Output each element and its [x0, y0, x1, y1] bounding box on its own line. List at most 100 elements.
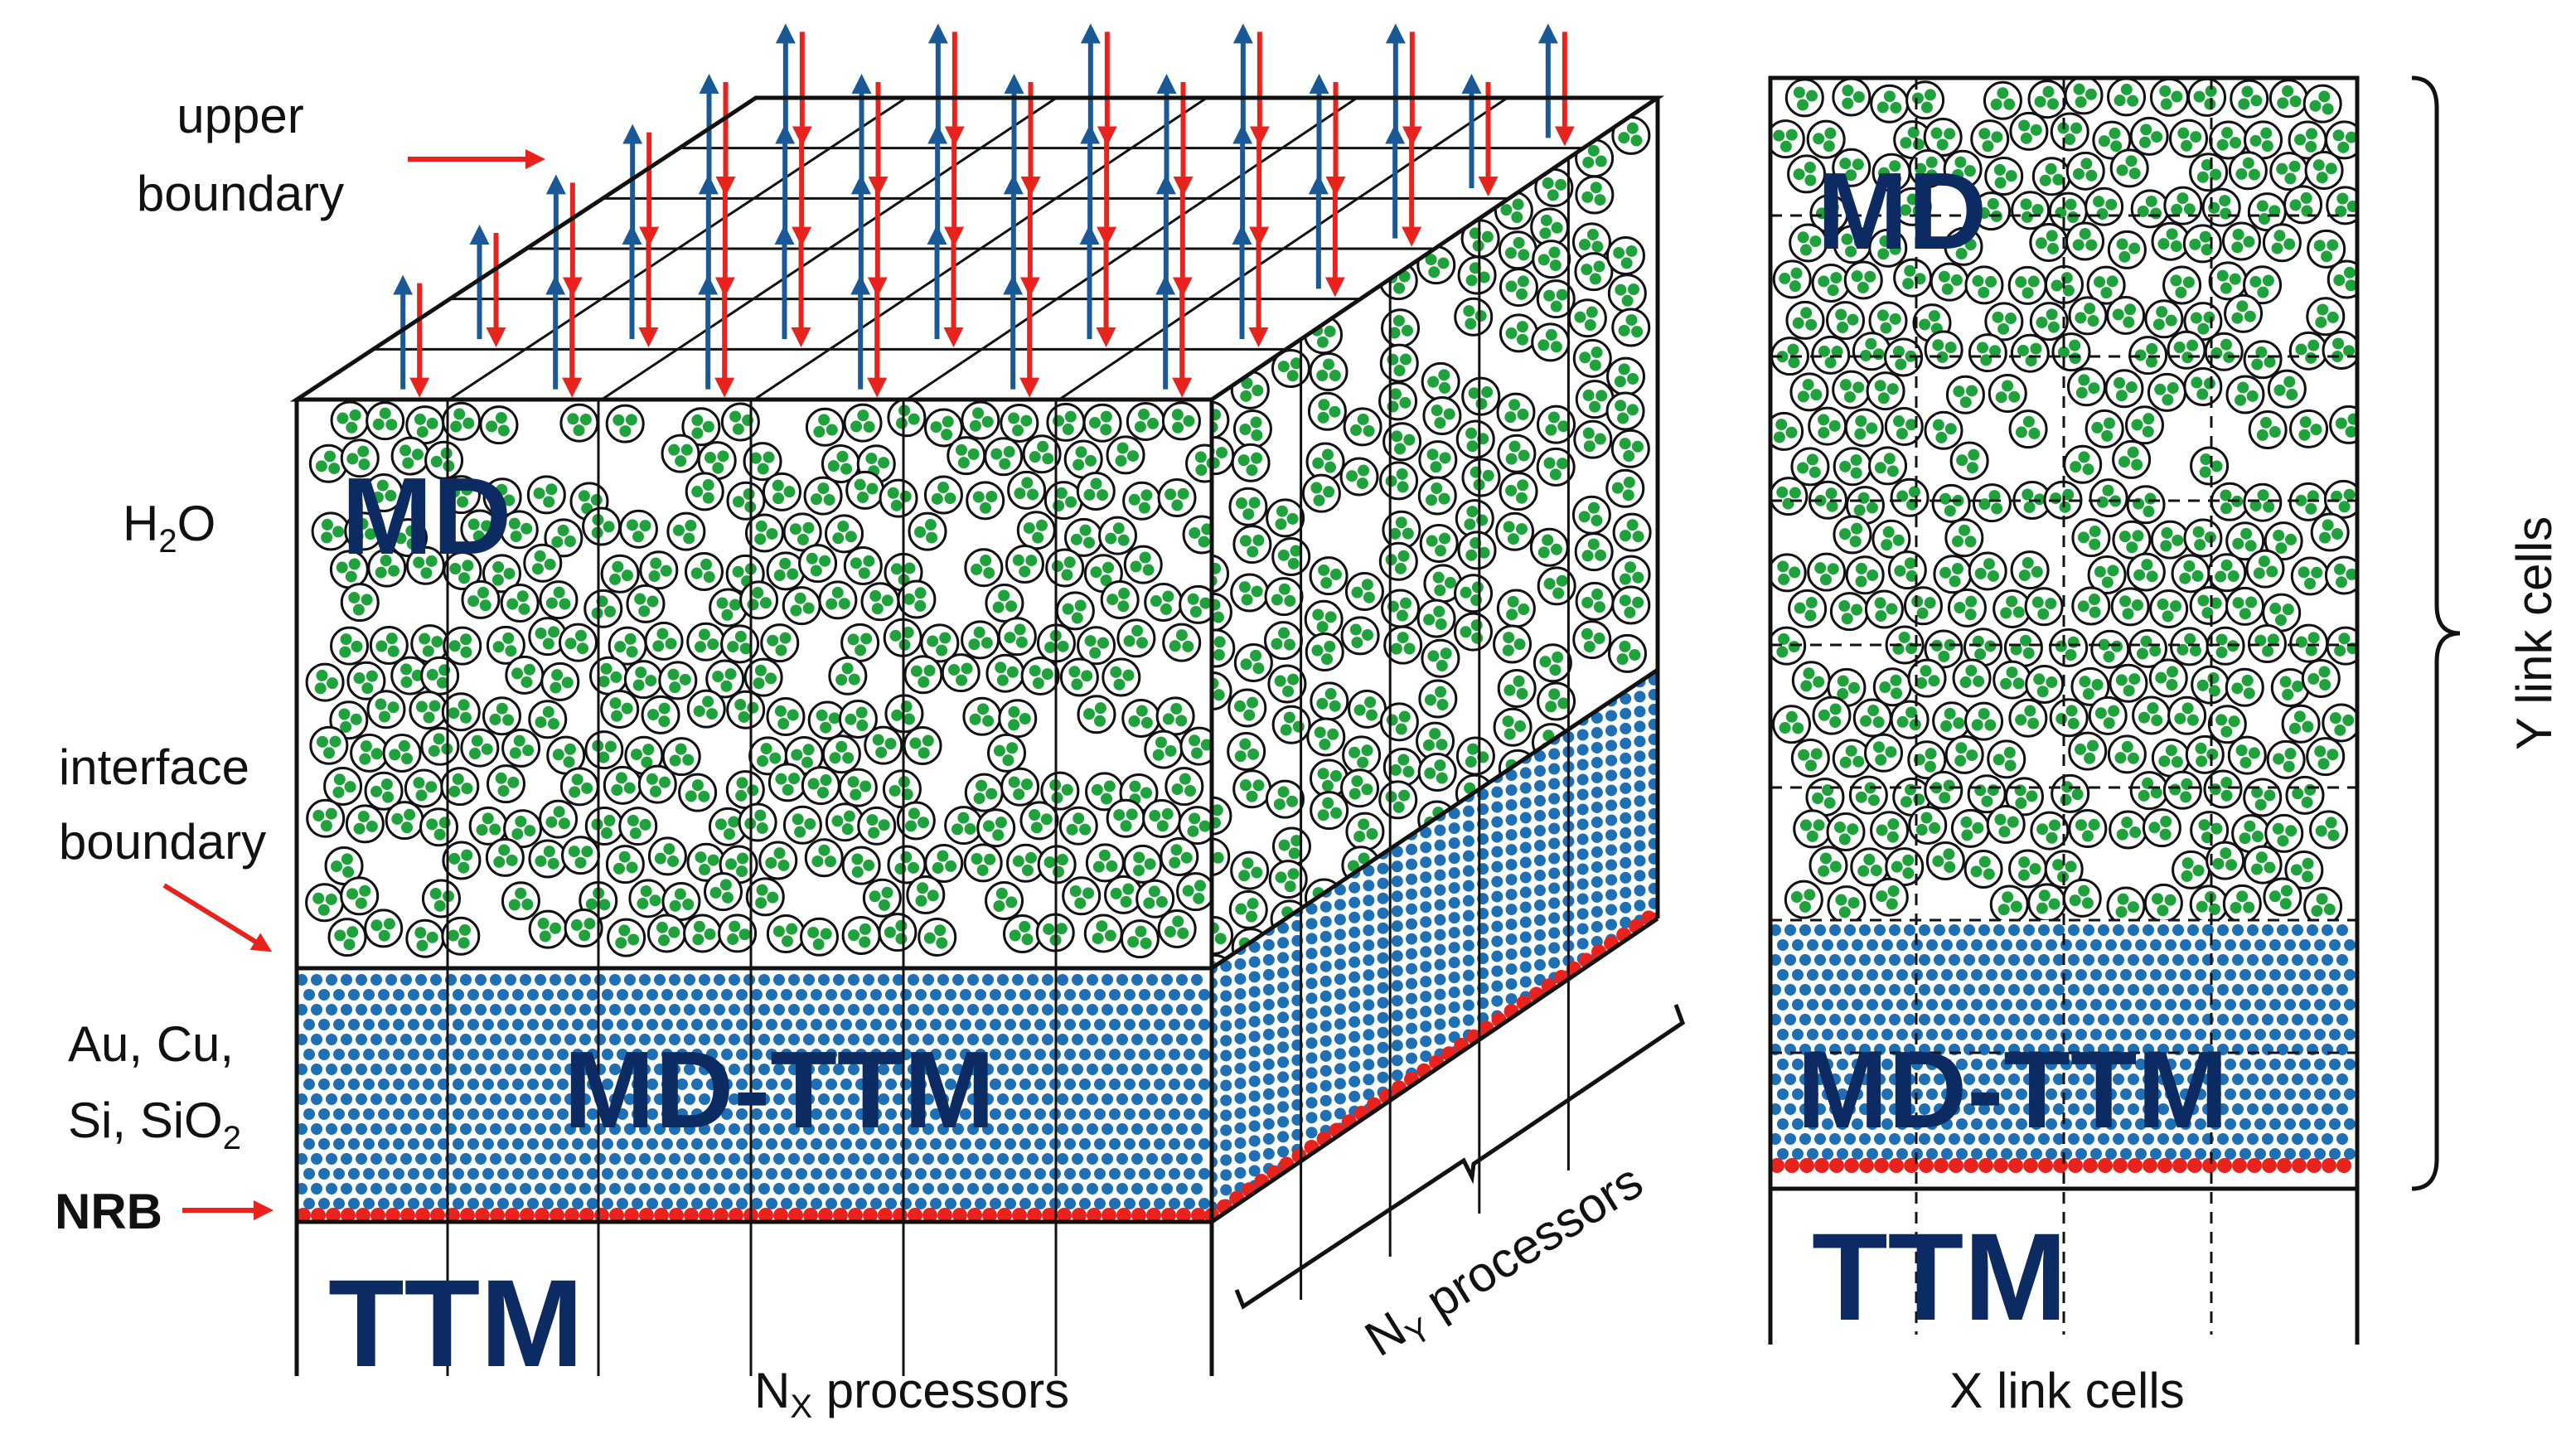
metal-atom: [997, 1123, 1009, 1135]
metal-atom: [1620, 841, 1632, 854]
metal-atom: [572, 1138, 583, 1150]
metal-atom: [1837, 939, 1848, 951]
molecule-atom: [2088, 818, 2100, 831]
molecule-atom: [1961, 829, 1973, 841]
metal-atom: [1420, 1035, 1432, 1048]
molecule-atom: [2111, 640, 2123, 652]
metal-atom: [572, 1198, 583, 1209]
metal-atom: [297, 1183, 307, 1195]
metal-atom: [535, 1004, 546, 1015]
metal-atom: [341, 1123, 352, 1135]
grid-line: [906, 96, 1358, 401]
metal-atom: [2046, 1148, 2057, 1160]
metal-atom: [1448, 807, 1460, 820]
metal-atom: [1807, 939, 1818, 951]
molecule-atom: [2305, 128, 2317, 140]
metal-atom: [676, 1049, 688, 1060]
metal-atom: [2344, 1029, 2356, 1040]
metal-atom: [1019, 1108, 1031, 1120]
metal-atom: [1919, 1133, 1930, 1145]
metal-atom: [1837, 1059, 1848, 1070]
nrb-atom: [341, 1208, 356, 1223]
molecule-atom: [2116, 164, 2128, 177]
molecule-atom: [1944, 505, 1956, 517]
metal-atom: [1605, 844, 1618, 856]
molecule-atom: [1251, 866, 1263, 879]
metal-atom: [2053, 924, 2065, 936]
metal-atom: [1491, 995, 1503, 1007]
molecule-atom: [656, 628, 669, 640]
metal-atom: [363, 1049, 375, 1060]
metal-atom: [1005, 1138, 1016, 1150]
molecule-atom: [1775, 419, 1788, 431]
metal-atom: [699, 1183, 710, 1195]
metal-atom: [1319, 1020, 1332, 1032]
metal-atom: [1829, 1133, 1841, 1145]
metal-atom: [385, 1004, 397, 1015]
metal-atom: [1576, 788, 1589, 801]
molecule-atom: [1127, 936, 1140, 948]
metal-atom: [1198, 1078, 1210, 1090]
water-molecule: [1493, 624, 1533, 664]
molecule-atom: [1106, 594, 1119, 606]
metal-atom: [393, 1019, 404, 1030]
metal-atom: [572, 1108, 583, 1120]
metal-atom: [990, 1198, 1001, 1209]
metal-atom: [1591, 756, 1603, 768]
molecule-atom: [727, 933, 739, 946]
metal-atom: [2016, 1029, 2027, 1040]
metal-atom: [333, 1198, 345, 1209]
metal-atom: [624, 1183, 636, 1195]
molecule-atom: [1896, 715, 1909, 728]
metal-atom: [587, 1108, 598, 1120]
metal-atom: [1591, 771, 1603, 783]
molecule-atom: [1284, 594, 1296, 607]
molecule-atom: [452, 773, 464, 785]
molecule-atom: [1552, 651, 1564, 663]
metal-atom: [1505, 978, 1518, 991]
water-molecule: [2324, 555, 2357, 595]
molecule-atom: [2258, 555, 2270, 568]
molecule-atom: [656, 921, 668, 933]
molecule-atom: [1853, 504, 1866, 516]
water-molecule: [1907, 740, 1947, 780]
metal-atom: [632, 1078, 643, 1090]
water-molecule: [501, 881, 540, 921]
metal-atom: [1220, 1184, 1232, 1196]
molecule-atom: [1806, 453, 1818, 466]
molecule-atom: [533, 487, 545, 500]
metal-atom: [378, 1198, 390, 1209]
metal-atom: [1042, 974, 1053, 986]
metal-atom: [960, 989, 971, 1001]
molecule-atom: [2305, 140, 2317, 153]
metal-atom: [811, 1198, 822, 1209]
molecule-atom: [2065, 648, 2077, 661]
metal-atom: [1087, 1183, 1098, 1195]
molecule-atom: [537, 918, 550, 930]
metal-atom: [1094, 1078, 1106, 1090]
metal-atom: [2046, 1029, 2057, 1040]
metal-atom: [482, 989, 494, 1001]
molecule-atom: [922, 734, 934, 747]
metal-atom: [1319, 1005, 1332, 1017]
molecule-atom: [646, 773, 658, 785]
metal-atom: [2314, 1059, 2326, 1070]
metal-atom: [1363, 880, 1375, 892]
molecule-atom: [707, 854, 719, 866]
molecule-atom: [2338, 501, 2351, 513]
metal-atom: [2232, 954, 2244, 966]
metal-atom: [326, 974, 337, 986]
molecule-atom: [826, 424, 838, 436]
metal-atom: [2225, 969, 2236, 981]
molecule-atom: [1517, 408, 1529, 420]
metal-atom: [2083, 1014, 2094, 1025]
metal-atom: [1505, 963, 1518, 976]
molecule-atom: [2212, 857, 2225, 870]
metal-atom: [303, 1108, 315, 1120]
metal-atom: [669, 1183, 680, 1195]
metal-atom: [982, 1064, 994, 1075]
molecule-atom: [908, 807, 920, 820]
molecule-atom: [422, 645, 434, 657]
molecule-atom: [2081, 830, 2094, 842]
metal-atom: [1042, 1183, 1053, 1195]
